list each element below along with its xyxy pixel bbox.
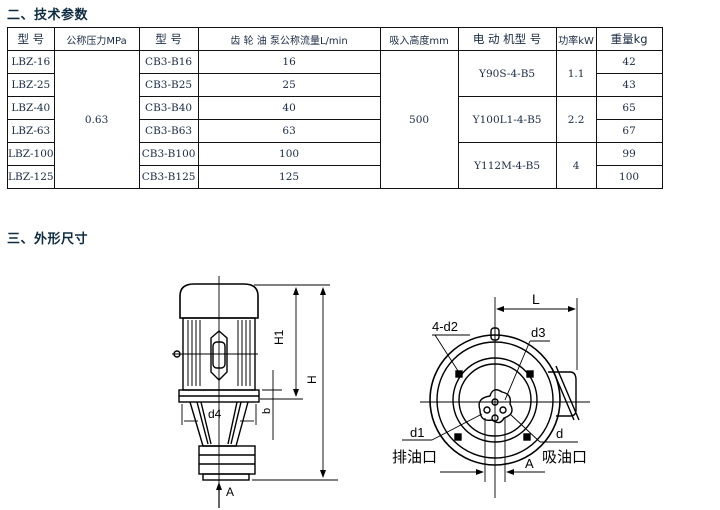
label-d1: d1: [410, 425, 424, 440]
header-motor-model: 电 动 机型 号: [457, 27, 557, 51]
cell-model: LBZ-100: [7, 142, 55, 166]
cell-pump-model: CB3-B16: [138, 50, 199, 74]
cell-motor: Y90S-4-B5: [457, 50, 557, 97]
table-header-row: 型 号 公称压力MPa 型 号 齿 轮 油 泵公称流量L/min 吸入高度mm …: [7, 27, 663, 51]
header-weight: 重量kg: [595, 27, 663, 51]
cell-pump-model: CB3-B25: [138, 73, 199, 97]
label-d: d: [556, 426, 563, 441]
label-inlet: 吸油口: [542, 448, 587, 466]
cell-model: LBZ-25: [7, 73, 55, 97]
cell-power: 4: [555, 142, 597, 189]
header-suction-height: 吸入高度mm: [379, 27, 459, 51]
cell-weight: 65: [595, 96, 663, 120]
section-title-tech-params: 二、技术参数: [7, 8, 89, 23]
cell-weight: 99: [595, 142, 663, 166]
cell-power: 1.1: [555, 50, 597, 97]
header-model: 型 号: [7, 27, 55, 51]
cell-flow: 40: [197, 96, 381, 120]
table-row: LBZ-100 CB3-B100 100 Y112M-4-B5 4 99: [7, 142, 663, 189]
label-d3: d3: [531, 325, 545, 340]
label-4-d2: 4-d2: [432, 319, 458, 334]
cell-pump-model: CB3-B125: [138, 165, 199, 189]
cell-weight: 67: [595, 119, 663, 143]
cell-flow: 16: [197, 50, 381, 74]
cell-motor: Y100L1-4-B5: [457, 96, 557, 143]
cell-flow: 100: [197, 142, 381, 166]
table-row: LBZ-63 CB3-B63 63 67: [7, 119, 663, 143]
header-pump-model: 型 号: [138, 27, 199, 51]
table-row: LBZ-125 CB3-B125 125 100: [7, 165, 663, 189]
cell-weight: 42: [595, 50, 663, 74]
cell-flow: 25: [197, 73, 381, 97]
label-b: b: [261, 408, 273, 414]
cell-pressure: 0.63: [53, 50, 140, 189]
front-view-drawing: L 4-d2 d3 d1 d A 排油口 吸油口: [392, 291, 590, 498]
header-flow: 齿 轮 油 泵公称流量L/min: [197, 27, 381, 51]
cell-flow: 63: [197, 119, 381, 143]
cell-pump-model: CB3-B100: [138, 142, 199, 166]
label-A-side: A: [226, 485, 234, 499]
label-d4: d4: [208, 407, 222, 421]
cell-model: LBZ-63: [7, 119, 55, 143]
header-power: 功率kW: [555, 27, 597, 51]
cell-motor: Y112M-4-B5: [457, 142, 557, 189]
cell-weight: 100: [595, 165, 663, 189]
cell-weight: 43: [595, 73, 663, 97]
dimension-drawings: H1 H d4 b A: [172, 276, 590, 508]
cell-model: LBZ-125: [7, 165, 55, 189]
label-H: H: [305, 375, 319, 384]
table-row: LBZ-16 0.63 CB3-B16 16 500 Y90S-4-B5 1.1…: [7, 50, 663, 189]
cell-model: LBZ-16: [7, 50, 55, 74]
cell-power: 2.2: [555, 96, 597, 143]
cell-pump-model: CB3-B40: [138, 96, 199, 120]
label-L: L: [532, 291, 540, 307]
cell-flow: 125: [197, 165, 381, 189]
section-title-dimensions: 三、外形尺寸: [7, 232, 89, 247]
label-A-front: A: [525, 456, 534, 471]
cell-pump-model: CB3-B63: [138, 119, 199, 143]
label-outlet: 排油口: [392, 448, 437, 466]
cell-suction-height: 500: [379, 50, 459, 189]
cell-model: LBZ-40: [7, 96, 55, 120]
header-pressure: 公称压力MPa: [53, 27, 140, 51]
spec-table: 型 号 公称压力MPa 型 号 齿 轮 油 泵公称流量L/min 吸入高度mm …: [7, 27, 663, 189]
side-view-drawing: H1 H d4 b A: [172, 276, 338, 508]
label-H1: H1: [272, 329, 286, 345]
table-row: LBZ-40 CB3-B40 40 Y100L1-4-B5 2.2 65: [7, 96, 663, 143]
